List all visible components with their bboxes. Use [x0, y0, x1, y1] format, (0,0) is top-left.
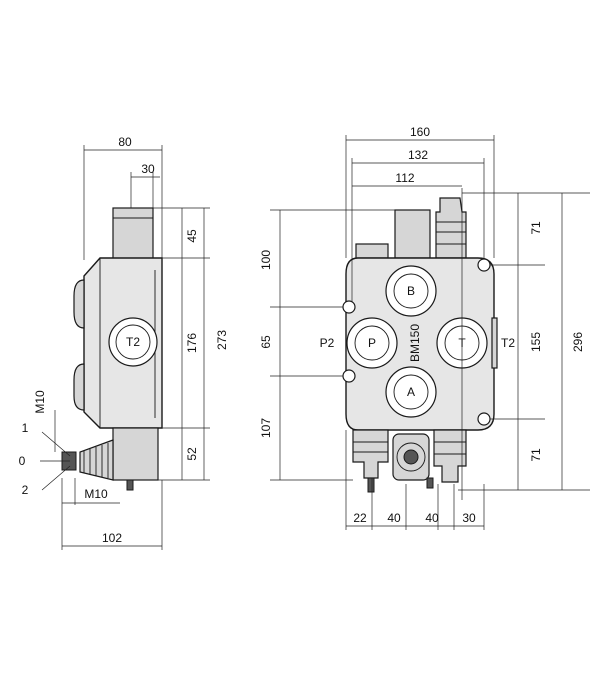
front-dim-right-upper: 71	[529, 221, 543, 235]
front-dim-right-middle: 155	[529, 332, 543, 352]
front-dim-right-lower: 71	[529, 448, 543, 462]
side-boss-upper	[73, 279, 85, 329]
front-dim-width-132: 132	[408, 148, 428, 162]
port-p2-label: P2	[320, 336, 335, 350]
port-p-outer	[346, 317, 398, 369]
port-a-outer	[385, 366, 437, 418]
front-bottom-fitting-right	[433, 429, 467, 483]
port-p-label: P	[368, 336, 376, 350]
front-dim-width-112: 112	[395, 171, 414, 185]
front-dim-left-upper: 100	[259, 250, 273, 270]
lever-thread-top: M10	[33, 390, 47, 414]
front-dim-width-160: 160	[410, 125, 430, 139]
side-bottom-spool	[112, 427, 159, 481]
side-lever-boot	[79, 439, 114, 481]
lever-position-1: 1	[22, 421, 29, 435]
front-dim-right-total: 296	[571, 332, 585, 352]
port-a-inner	[393, 374, 429, 410]
port-b-inner	[393, 273, 429, 309]
port-a-label: A	[407, 385, 415, 399]
mount-hole-left-lower	[342, 369, 356, 383]
side-view: T2 1 0 2 M10 M10 80 30	[19, 135, 229, 550]
port-p-inner	[354, 325, 390, 361]
front-relief-valve-top	[435, 197, 467, 259]
front-top-plug	[355, 243, 389, 259]
model-label: BM150	[408, 324, 422, 362]
side-dim-top-width: 80	[118, 135, 132, 149]
front-dim-bottom-22: 22	[353, 511, 367, 525]
front-bottom-fitting-left	[352, 429, 389, 479]
front-dim-left-middle: 65	[259, 335, 273, 349]
mount-hole-top-right	[477, 258, 491, 272]
mount-hole-left-upper	[342, 300, 356, 314]
side-dim-right-middle: 176	[185, 333, 199, 353]
side-dim-bottom-width: 102	[102, 531, 122, 545]
side-dim-right-lower: 52	[185, 447, 199, 461]
front-dim-bottom-30: 30	[462, 511, 476, 525]
lever-position-0: 0	[19, 454, 26, 468]
lever-thread-bottom: M10	[84, 487, 108, 501]
port-t2-label: T2	[501, 336, 515, 350]
front-top-spool	[394, 209, 431, 259]
side-dim-top-inner: 30	[141, 162, 155, 176]
lever-position-2: 2	[22, 483, 29, 497]
port-b-label: B	[407, 284, 415, 298]
front-dim-left-lower: 107	[259, 418, 273, 438]
front-dim-bottom-40b: 40	[425, 511, 439, 525]
side-top-spool	[112, 207, 154, 261]
front-view: B P T A BM150 P2 T2 160	[259, 125, 590, 530]
side-dim-right-upper: 45	[185, 229, 199, 243]
mount-hole-bottom-right	[477, 412, 491, 426]
side-dim-right-total: 273	[215, 330, 229, 350]
front-dim-bottom-40a: 40	[387, 511, 401, 525]
port-b-outer	[385, 265, 437, 317]
side-port-t2-label: T2	[126, 335, 140, 349]
side-port-t2-inner	[115, 324, 151, 360]
side-boss-lower	[73, 363, 85, 411]
